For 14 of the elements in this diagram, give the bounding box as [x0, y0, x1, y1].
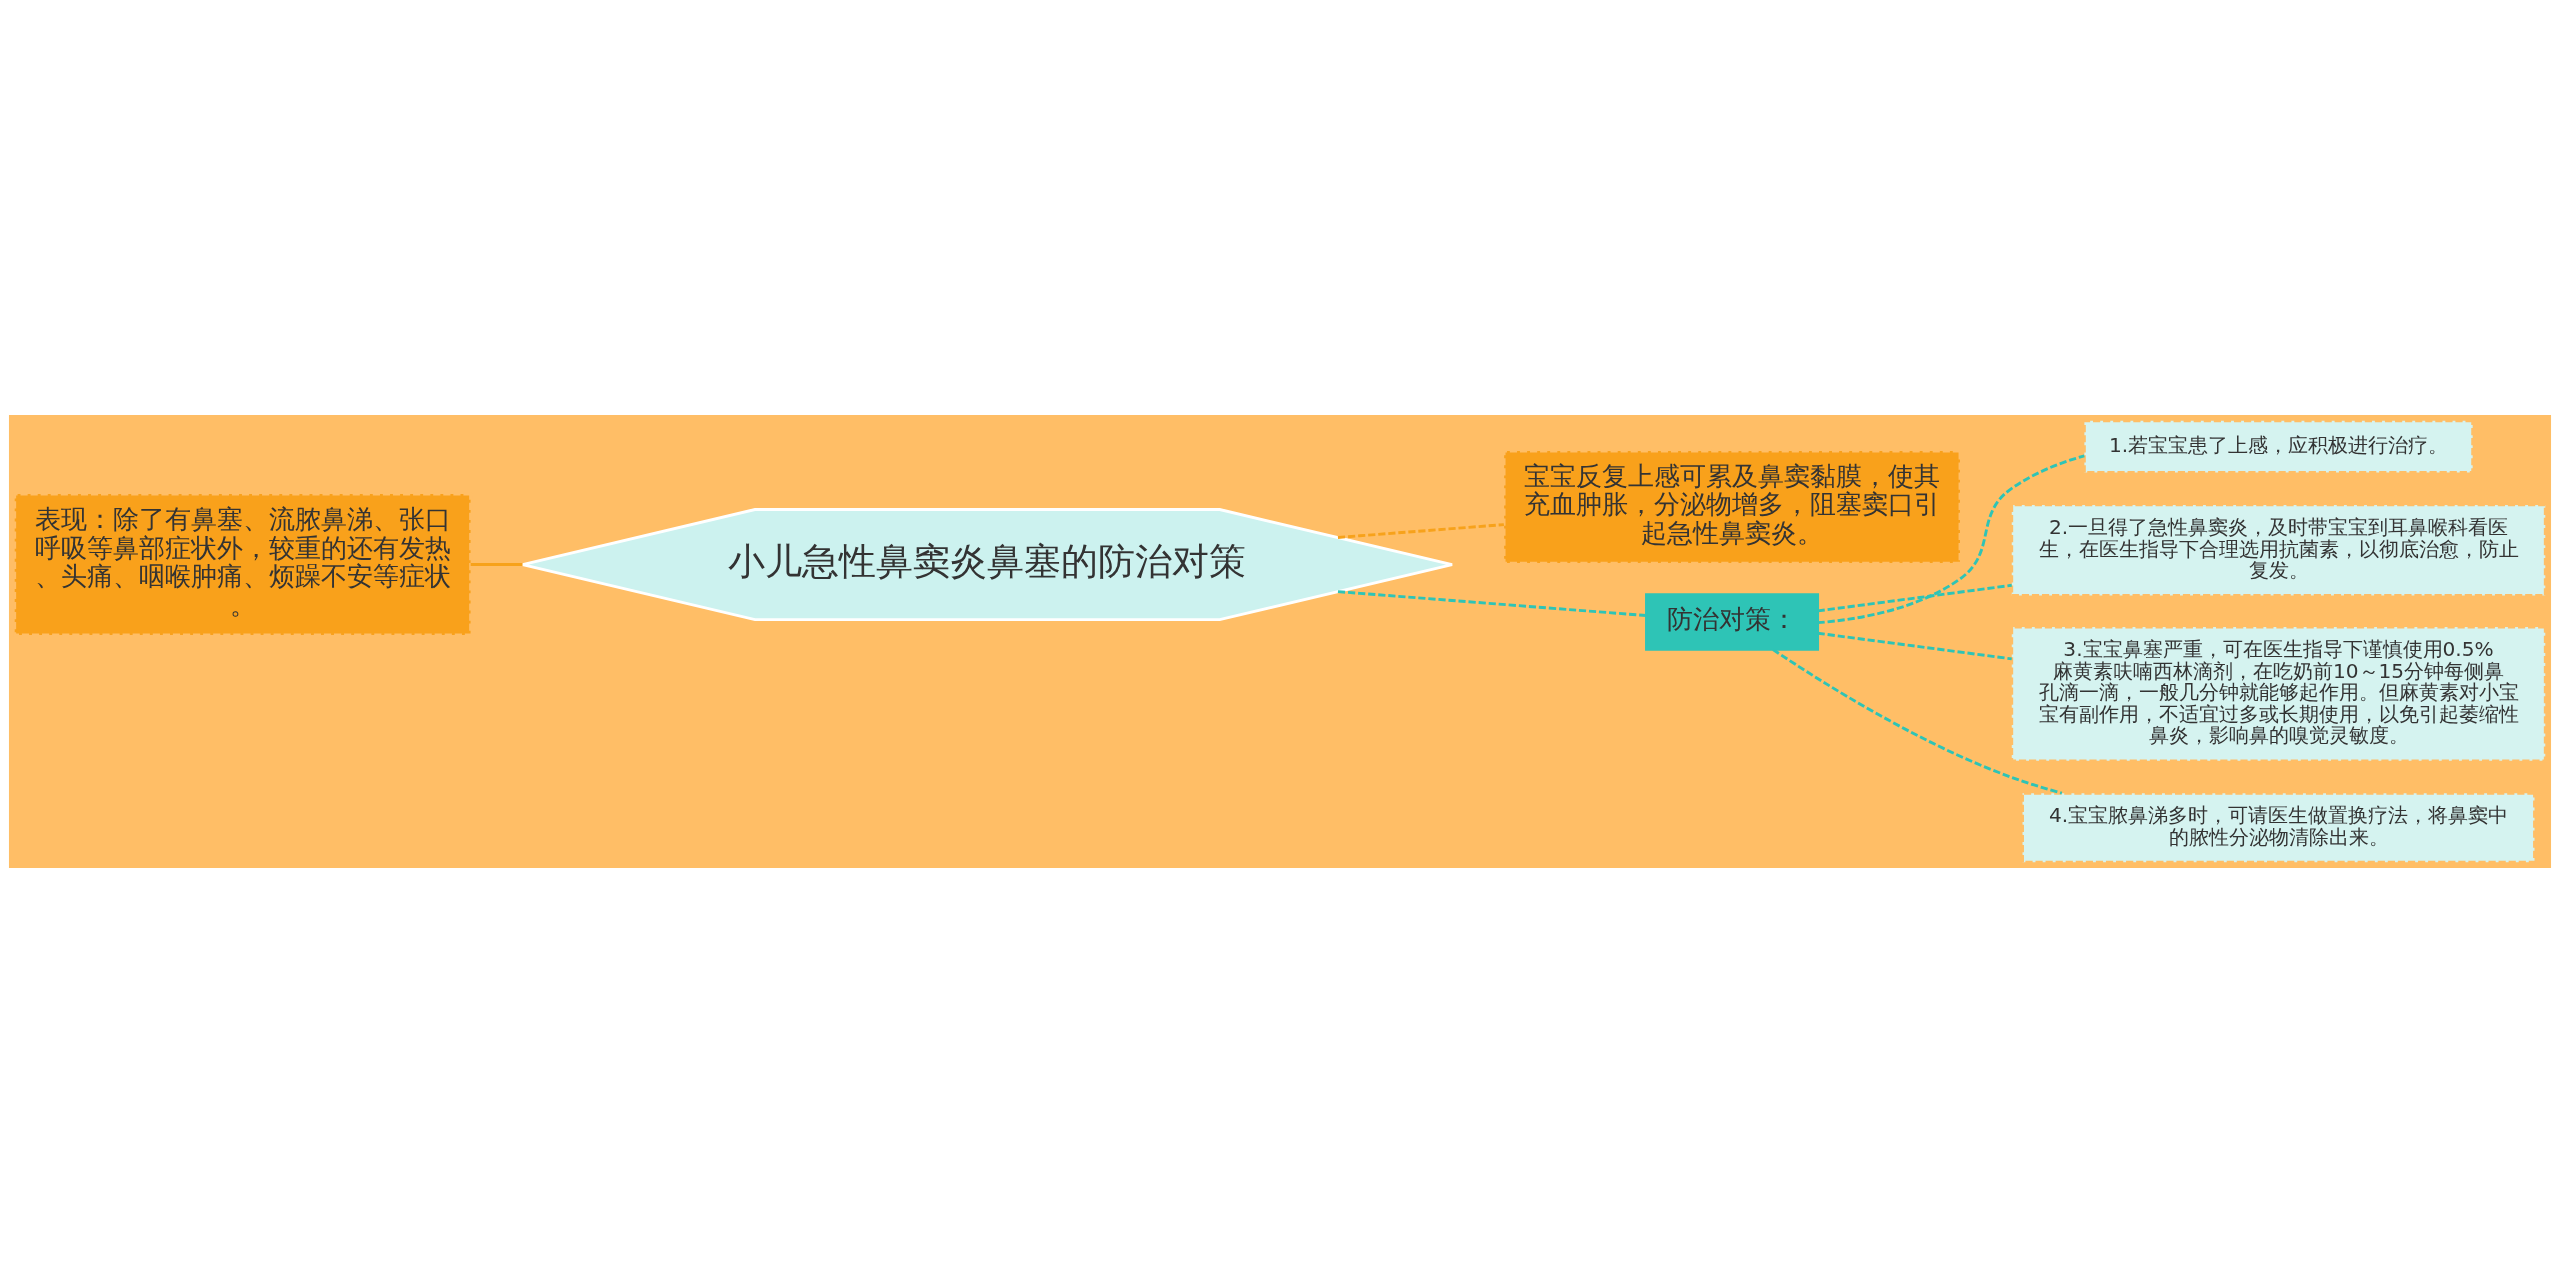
connector	[1337, 522, 1504, 539]
node-box: 防治对策：	[1645, 592, 1820, 651]
connector	[1817, 583, 2012, 612]
connector	[1817, 454, 2085, 624]
node-box: 2.一旦得了急性鼻窦炎，及时带宝宝到耳鼻喉科看医生，在医生指导下合理选用抗菌素，以彻底治愈，防止复发。	[2010, 502, 2547, 597]
node-box: 宝宝反复上感可累及鼻窦黏膜，使其充血肿胀，分泌物增多，阻塞窦口引起急性鼻窦炎。	[1502, 449, 1962, 565]
node-box: 表现：除了有鼻塞、流脓鼻涕、张口呼吸等鼻部症状外，较重的还有发热、头痛、咽喉肿痛、烦躁不安等症状。	[13, 492, 473, 636]
connector	[1337, 589, 1647, 617]
node-box: 3.宝宝鼻塞严重，可在医生指导下谨慎使用0.5%麻黄素呋喃西林滴剂，在吃奶前10～15分钟每侧鼻孔滴一滴，一般几分钟就能够起作用。但麻黄素对小宝宝有副作用，不适宜过多或长期使用，以免引起萎缩性鼻炎，影响鼻的嗅觉灵敏度。	[2010, 625, 2547, 762]
node-box: 4.宝宝脓鼻涕多时，可请医生做置换疗法，将鼻窦中的脓性分泌物清除出来。	[2021, 791, 2536, 864]
connector	[1772, 647, 2063, 794]
node-box: 1.若宝宝患了上感，应积极进行治疗。	[2082, 418, 2475, 474]
connector	[470, 562, 523, 566]
connector	[1817, 631, 2012, 660]
